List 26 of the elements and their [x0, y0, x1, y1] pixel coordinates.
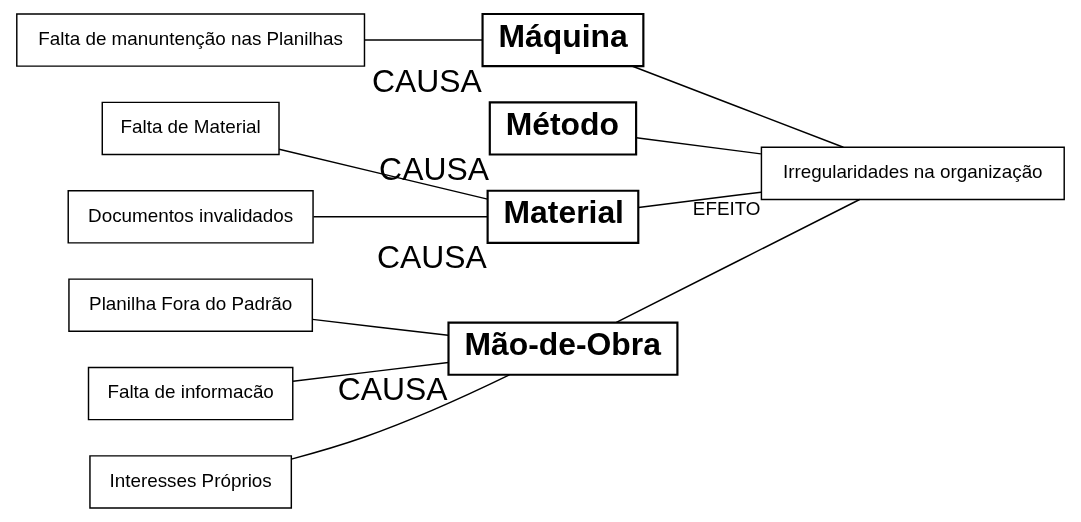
node-box: Máquina [481, 12, 645, 68]
node-box: Falta de Material [101, 101, 280, 156]
node-box: Mão-de-Obra [447, 321, 679, 376]
node-box: Documentos invalidados [67, 190, 314, 244]
node-label: CAUSA [379, 151, 489, 188]
node-box: Falta de manuntenção nas Planilhas [16, 13, 366, 67]
connector [637, 191, 762, 209]
node-label: CAUSA [371, 62, 482, 99]
node-box: Falta de informacão [87, 366, 294, 421]
node-label: CAUSA [376, 239, 487, 276]
node-box: Interesses Próprios [89, 455, 293, 509]
node-label: CAUSA [337, 371, 448, 408]
connector [364, 39, 484, 41]
node-box: Planilha Fora do Padrão [68, 278, 314, 332]
node-box: Material [486, 189, 640, 244]
connector [631, 65, 845, 148]
connector [312, 216, 489, 218]
connector [635, 137, 762, 155]
connector [278, 148, 489, 200]
connector [311, 318, 449, 337]
connector [292, 361, 450, 382]
node-label: EFEITO [692, 197, 761, 219]
node-box: Método [488, 101, 638, 156]
node-box: Irregularidades na organização [760, 146, 1065, 201]
connector [615, 198, 861, 324]
connector [290, 374, 511, 460]
